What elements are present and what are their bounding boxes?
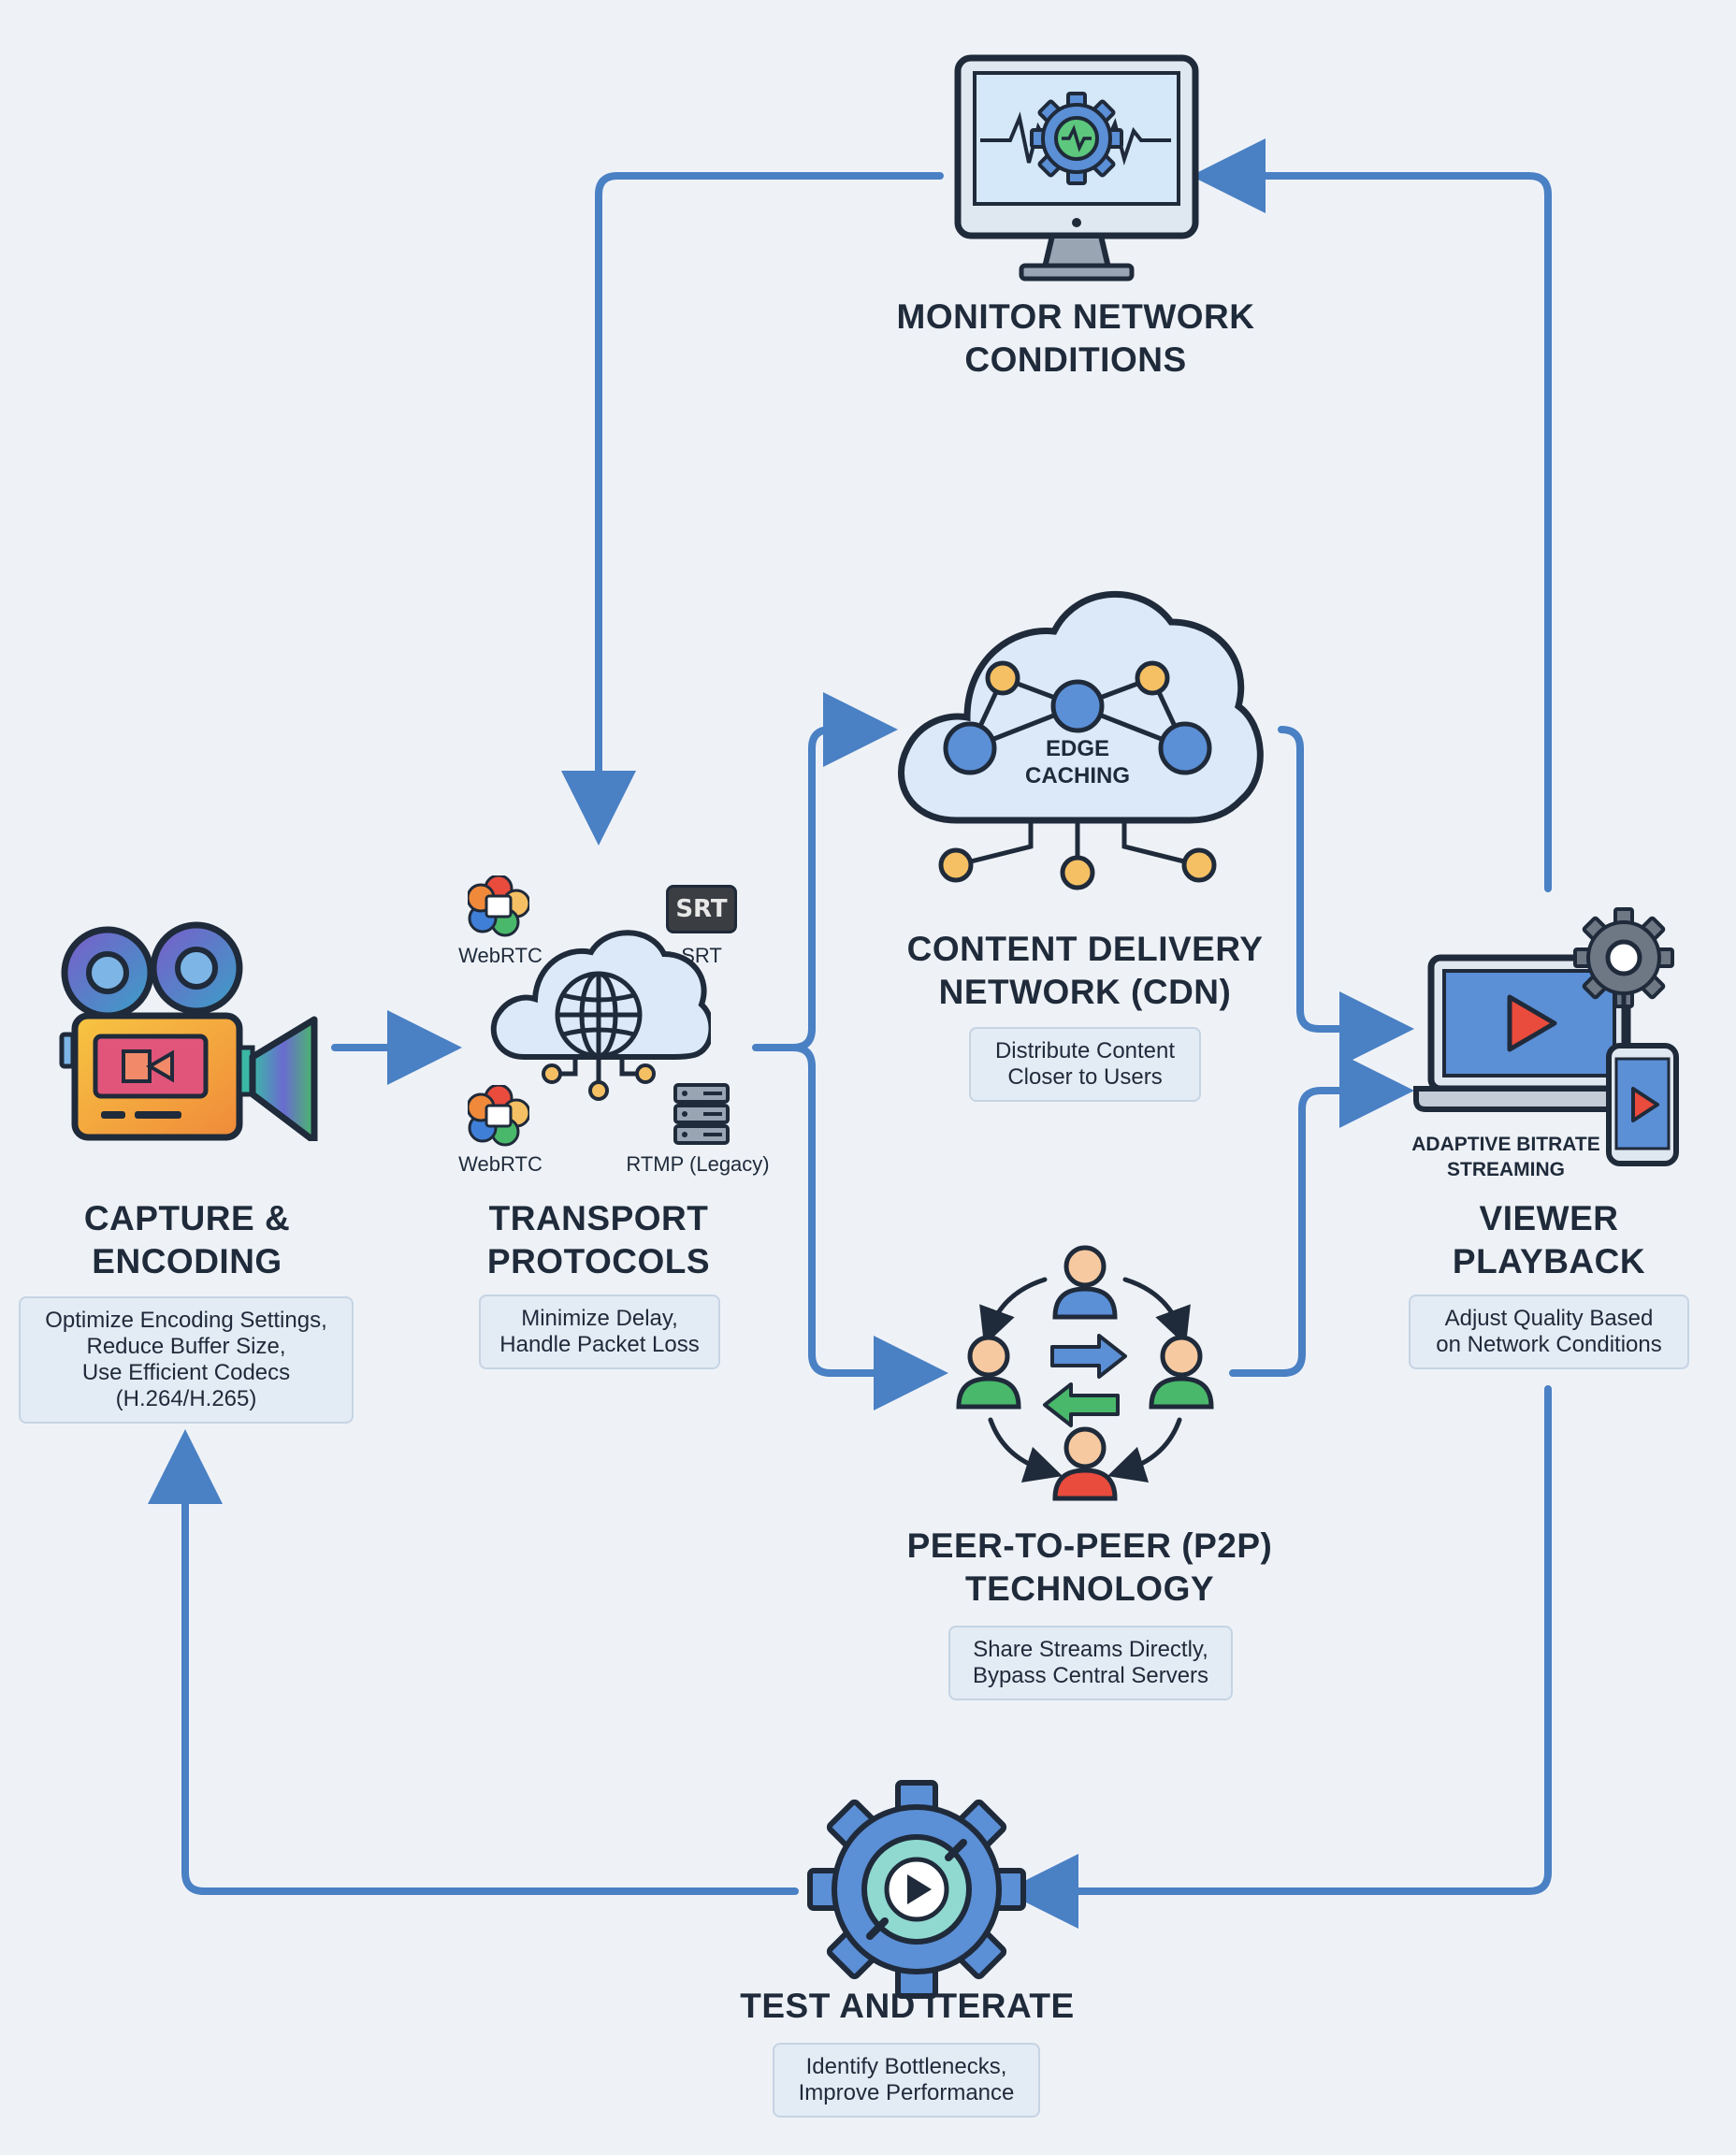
peer-cycle-icon bbox=[956, 1245, 1214, 1501]
arrow-viewer-to-test bbox=[1004, 1385, 1552, 1929]
arrow-p2p-to-viewer bbox=[1229, 1053, 1414, 1377]
monitor-title: MONITOR NETWORK CONDITIONS bbox=[896, 297, 1255, 379]
arrow-monitor-to-transport bbox=[561, 172, 944, 846]
server-stack-icon bbox=[673, 1083, 730, 1145]
monitor-gear-icon bbox=[954, 54, 1199, 282]
arrow-cdn-to-viewer bbox=[1278, 726, 1414, 1066]
laptop-phone-play-icon bbox=[1413, 907, 1679, 1166]
transport-description: Minimize Delay, Handle Packet Loss bbox=[479, 1294, 720, 1369]
viewer-description: Adjust Quality Based on Network Conditio… bbox=[1409, 1294, 1689, 1369]
viewer-title: VIEWER PLAYBACK bbox=[1452, 1199, 1646, 1280]
video-camera-icon bbox=[59, 921, 318, 1141]
arrow-viewer-to-monitor bbox=[1191, 138, 1552, 892]
srt-badge: SRT bbox=[666, 885, 737, 933]
cdn-inner-label: EDGE CACHING bbox=[1025, 736, 1130, 788]
p2p-description: Share Streams Directly, Bypass Central S… bbox=[948, 1626, 1233, 1700]
rtmp-label: RTMP (Legacy) bbox=[626, 1152, 770, 1176]
p2p-title: PEER-TO-PEER (P2P) TECHNOLOGY bbox=[906, 1526, 1273, 1608]
cloud-globe-icon bbox=[490, 930, 711, 1101]
webrtc-top-label: WebRTC bbox=[458, 944, 542, 967]
arrow-transport-to-p2p bbox=[789, 1044, 948, 1410]
arrow-test-to-capture bbox=[148, 1429, 799, 1895]
webrtc-bottom-label: WebRTC bbox=[458, 1152, 542, 1176]
capture-title: CAPTURE & ENCODING bbox=[83, 1199, 291, 1280]
cdn-title: CONTENT DELIVERY NETWORK (CDN) bbox=[906, 930, 1264, 1011]
gear-play-icon bbox=[807, 1780, 1026, 1999]
transport-title: TRANSPORT PROTOCOLS bbox=[486, 1199, 711, 1280]
cloud-network-icon bbox=[898, 591, 1264, 890]
test-description: Identify Bottlenecks, Improve Performanc… bbox=[773, 2043, 1040, 2118]
cdn-description: Distribute Content Closer to Users bbox=[969, 1027, 1201, 1102]
test-title: TEST AND ITERATE bbox=[740, 1987, 1075, 2025]
viewer-inner-label: ADAPTIVE BITRATE STREAMING bbox=[1411, 1134, 1600, 1180]
webrtc-logo-bottom bbox=[468, 1085, 529, 1147]
capture-description: Optimize Encoding Settings, Reduce Buffe… bbox=[19, 1296, 354, 1424]
webrtc-logo-top bbox=[468, 875, 529, 937]
